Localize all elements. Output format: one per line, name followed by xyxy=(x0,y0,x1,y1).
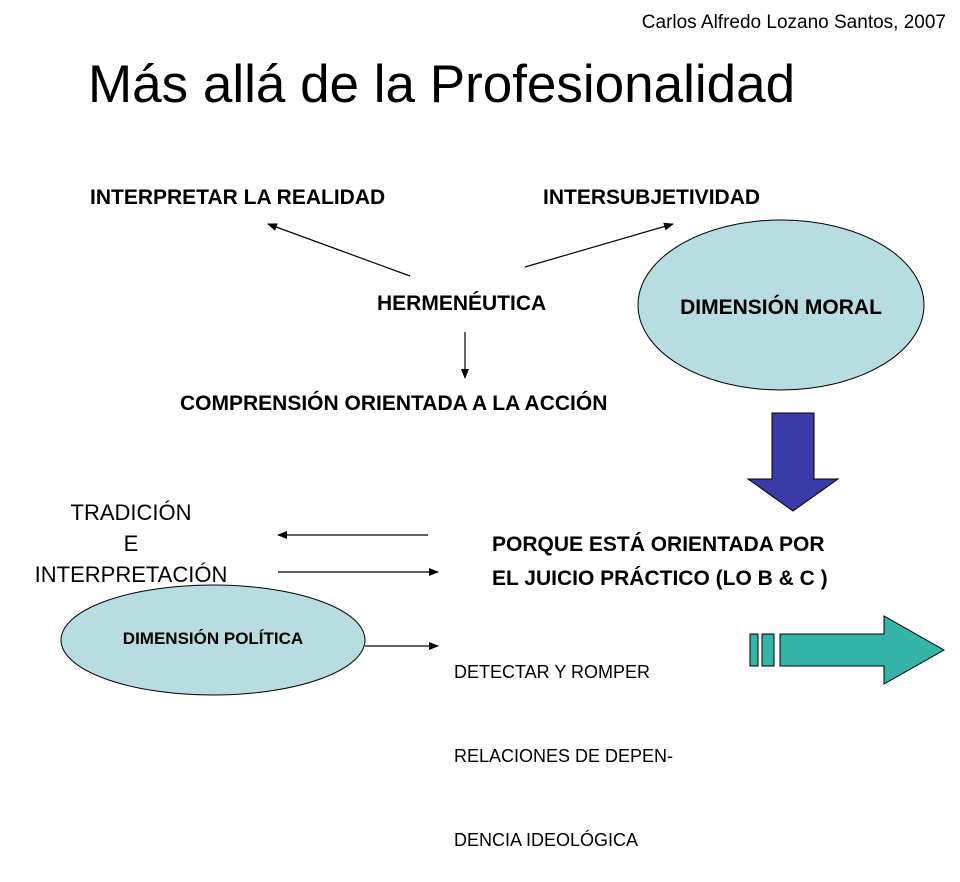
tradicion-line-3: INTERPRETACIÓN xyxy=(34,562,228,587)
stripe-1 xyxy=(749,633,759,667)
node-dimension-politica: DIMENSIÓN POLÍTICA xyxy=(122,629,304,648)
down-arrow-icon xyxy=(746,412,840,512)
tradicion-line-2: E xyxy=(123,531,139,556)
node-interpretar: INTERPRETAR LA REALIDAD xyxy=(90,186,386,209)
diagram-canvas xyxy=(60,219,946,696)
node-intersubjetividad: INTERSUBJETIVIDAD xyxy=(543,186,761,209)
node-porque: PORQUE ESTÁ ORIENTADA POR EL JUICIO PRÁC… xyxy=(492,528,828,596)
porque-line-2: EL JUICIO PRÁCTICO (LO B & C ) xyxy=(492,567,828,590)
author-credit: Carlos Alfredo Lozano Santos, 2007 xyxy=(641,12,946,33)
arrow-to-intersubjetividad xyxy=(524,222,674,268)
node-hermeneutica: HERMENÉUTICA xyxy=(377,292,547,315)
tradicion-line-1: TRADICIÓN xyxy=(70,500,192,525)
detectar-line-1: DETECTAR Y ROMPER xyxy=(454,662,651,682)
node-tradicion: TRADICIÓN E INTERPRETACIÓN xyxy=(8,497,254,590)
page-title: Más allá de la Profesionalidad xyxy=(88,55,796,114)
dimension-moral-ellipse xyxy=(637,219,925,391)
stripe-2 xyxy=(761,633,775,667)
node-detectar: DETECTAR Y ROMPER RELACIONES DE DEPEN- D… xyxy=(454,602,673,882)
porque-line-1: PORQUE ESTÁ ORIENTADA POR xyxy=(492,533,825,556)
right-arrow-icon xyxy=(779,615,946,685)
node-comprension: COMPRENSIÓN ORIENTADA A LA ACCIÓN xyxy=(180,392,608,415)
arrow-to-interpretar xyxy=(267,223,411,277)
node-dimension-moral: DIMENSIÓN MORAL xyxy=(680,296,882,319)
detectar-line-3: DENCIA IDEOLÓGICA xyxy=(454,830,639,850)
dimension-politica-ellipse xyxy=(60,584,366,696)
detectar-line-2: RELACIONES DE DEPEN- xyxy=(454,746,674,766)
